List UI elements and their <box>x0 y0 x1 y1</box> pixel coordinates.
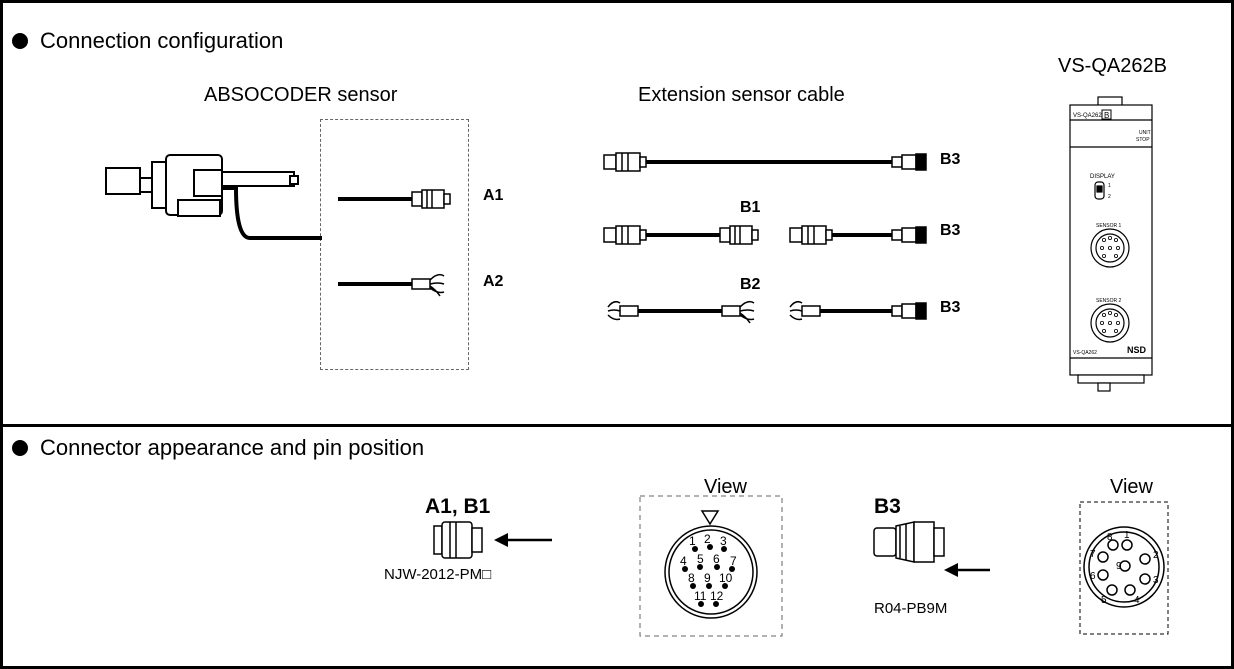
code-b3-row3: B3 <box>940 299 961 316</box>
sensor1-label: SENSOR 1 <box>1096 223 1122 229</box>
svg-text:6: 6 <box>713 552 720 566</box>
svg-text:1: 1 <box>1124 530 1130 541</box>
extension-cable-b3-row2 <box>789 225 927 245</box>
pin-labels-right: 1 2 3 4 5 6 7 8 9 <box>1090 530 1159 606</box>
sensor2-label: SENSOR 2 <box>1096 298 1122 304</box>
code-b3-row2: B3 <box>940 222 961 239</box>
switch-pos-1: 1 <box>1108 183 1111 189</box>
extension-cable-b1 <box>603 225 759 245</box>
section-bullet <box>12 440 28 456</box>
svg-text:4: 4 <box>1134 595 1140 606</box>
svg-text:1: 1 <box>689 534 696 548</box>
code-a2: A2 <box>483 273 504 290</box>
svg-text:7: 7 <box>730 554 737 568</box>
connector-left-part: NJW-2012-PM□ <box>384 566 492 583</box>
svg-text:8: 8 <box>1107 532 1113 543</box>
arrow-icon-left <box>494 533 552 547</box>
code-b2: B2 <box>740 276 761 293</box>
svg-text:11: 11 <box>694 589 707 603</box>
cable-a2 <box>338 273 445 297</box>
connector-left-codes: A1, B1 <box>425 495 491 518</box>
connector-right-part: R04-PB9M <box>874 600 948 617</box>
pin-rings-right <box>1097 539 1151 596</box>
cable-a1 <box>338 189 451 209</box>
unit-top-label: VS-QA262 <box>1073 113 1102 119</box>
extension-cable-b3 <box>603 152 927 172</box>
switch-pos-2: 2 <box>1108 194 1111 200</box>
connector-njw-icon <box>433 521 483 559</box>
stop-word: STOP <box>1136 137 1150 143</box>
view-box-right <box>1079 501 1169 635</box>
absocoder-sensor-icon <box>105 154 322 240</box>
connector-right-code: B3 <box>874 495 901 518</box>
svg-text:9: 9 <box>704 571 711 585</box>
extension-cable-b2 <box>607 300 755 324</box>
section-divider <box>0 424 1234 427</box>
section-title-connection: Connection configuration <box>40 28 284 53</box>
view-label-left: View <box>704 476 747 498</box>
connector-r04-icon <box>873 521 945 563</box>
pin-face-right-outer <box>1083 526 1165 608</box>
svg-text:7: 7 <box>1090 549 1096 560</box>
pin-face-right-inner <box>1088 531 1160 603</box>
svg-text:3: 3 <box>720 534 727 548</box>
pin-labels-left: 1 2 3 4 5 6 7 8 9 10 11 12 <box>680 532 737 603</box>
pin-dots-left <box>682 544 735 607</box>
nsd-logo: NSD <box>1127 345 1147 355</box>
view-label-right: View <box>1110 476 1153 498</box>
extension-cable-b3-row3 <box>789 300 927 321</box>
unit-bottom-label: VS-QA262 <box>1073 350 1097 356</box>
arrow-icon-right <box>944 563 990 577</box>
svg-text:9: 9 <box>1116 561 1122 572</box>
section-bullet <box>12 33 28 49</box>
svg-text:2: 2 <box>1153 550 1159 561</box>
section-title-connector: Connector appearance and pin position <box>40 435 425 460</box>
code-a1: A1 <box>483 187 504 204</box>
view-box-left <box>639 495 783 637</box>
sensor-label: ABSOCODER sensor <box>204 84 398 106</box>
svg-text:12: 12 <box>710 589 724 603</box>
svg-text:4: 4 <box>680 554 687 568</box>
sensor-cable-box <box>320 119 469 370</box>
cable-label: Extension sensor cable <box>638 84 845 106</box>
pin-face-left-outer <box>664 525 758 619</box>
key-marker-icon <box>700 510 720 526</box>
unit-top-badge: B <box>1104 111 1109 120</box>
pin-face-left-inner <box>668 529 754 615</box>
code-b1: B1 <box>740 199 761 216</box>
unit-model-label: VS-QA262B <box>1058 55 1167 77</box>
unit-word: UNIT <box>1139 130 1151 136</box>
unit-top-badge-box <box>1101 109 1112 120</box>
svg-text:5: 5 <box>1101 595 1107 606</box>
svg-text:6: 6 <box>1090 571 1096 582</box>
display-label: DISPLAY <box>1090 174 1115 180</box>
unit-pins <box>1100 235 1121 333</box>
svg-text:2: 2 <box>704 532 711 546</box>
svg-text:3: 3 <box>1153 575 1159 586</box>
svg-text:10: 10 <box>719 571 733 585</box>
code-b3-row1: B3 <box>940 151 961 168</box>
svg-text:5: 5 <box>697 552 704 566</box>
svg-text:8: 8 <box>688 571 695 585</box>
